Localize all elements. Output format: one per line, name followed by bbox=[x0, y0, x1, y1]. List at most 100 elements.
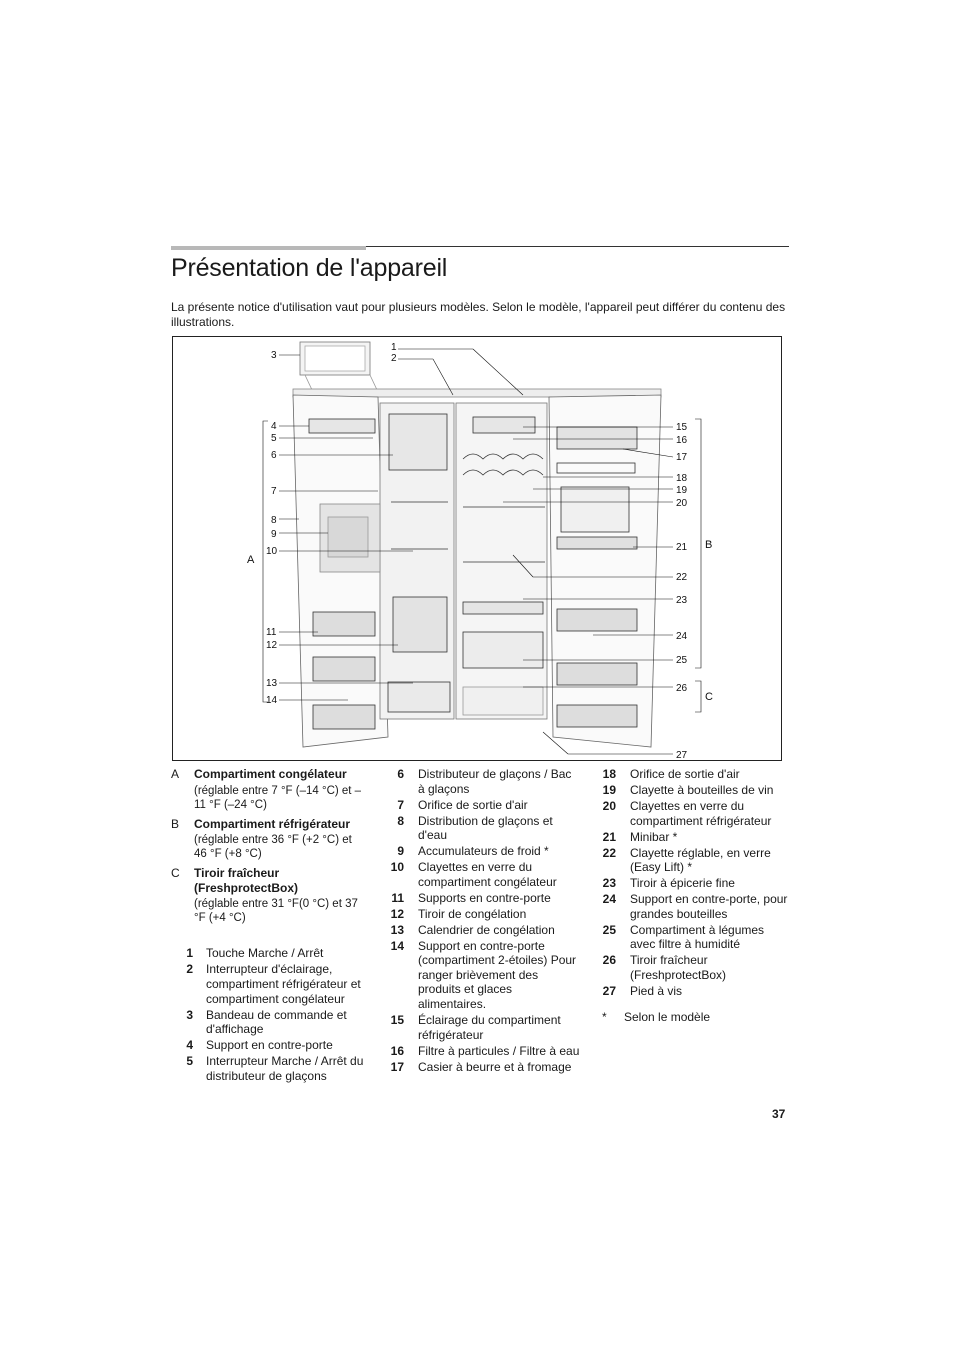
zone-label-a: A bbox=[247, 554, 255, 566]
intro-paragraph: La présente notice d'utilisation vaut po… bbox=[171, 300, 786, 329]
legend-item-number: 12 bbox=[390, 906, 404, 921]
legend-item-text: Support en contre-porte (compartiment 2-… bbox=[418, 938, 577, 1012]
legend-item: 19 Clayette à bouteilles de vin bbox=[602, 783, 788, 798]
legend-item-text: Accumulateurs de froid * bbox=[418, 844, 549, 859]
legend-item-text: Support en contre-porte, pour grandes bo… bbox=[630, 892, 788, 921]
legend-item-number: 5 bbox=[186, 1054, 193, 1069]
callout-11: 11 bbox=[266, 627, 277, 638]
callout-21: 21 bbox=[676, 542, 688, 553]
callout-14: 14 bbox=[266, 695, 278, 706]
legend-item: 16 Filtre à particules / Filtre à eau bbox=[390, 1044, 580, 1059]
legend-item: 20 Clayettes en verre du compartiment réf… bbox=[602, 799, 788, 828]
callout-8: 8 bbox=[271, 515, 277, 526]
legend-item: 14 Support en contre-porte (compartiment … bbox=[390, 939, 580, 1012]
legend-item-text: Orifice de sortie d'air bbox=[630, 767, 740, 781]
legend-item-text: Support en contre-porte bbox=[206, 1038, 333, 1053]
legend-item-text: Pied à vis bbox=[630, 983, 683, 998]
zone-label: Compartiment réfrigérateur bbox=[194, 816, 351, 831]
callout-18: 18 bbox=[676, 473, 688, 484]
legend-item-number: 1 bbox=[186, 946, 193, 961]
callout-19: 19 bbox=[676, 485, 688, 496]
callout-23: 23 bbox=[676, 595, 688, 606]
legend-item-number: 21 bbox=[602, 829, 616, 844]
legend-item-text: Clayettes en verre du compartiment congé… bbox=[418, 860, 557, 889]
callout-2: 2 bbox=[391, 353, 397, 364]
legend-item-text: Clayettes en verre du compartiment réfri… bbox=[630, 798, 772, 828]
callout-10: 10 bbox=[266, 546, 278, 557]
legend-item-number: 19 bbox=[602, 782, 616, 797]
legend-item: 13 Calendrier de congélation bbox=[390, 923, 580, 938]
legend-item-text: Touche Marche / Arrêt bbox=[206, 946, 324, 961]
page-title: Présentation de l'appareil bbox=[171, 254, 448, 282]
legend-item-text: Supports en contre-porte bbox=[418, 890, 551, 905]
legend-item-text: Minibar * bbox=[630, 829, 678, 844]
callout-numbers: 1 2 3 4 5 6 7 8 9 10 11 12 13 14 15 16 1… bbox=[247, 342, 713, 761]
legend-item-number: 11 bbox=[391, 890, 404, 905]
legend-item-number: 16 bbox=[390, 1043, 404, 1058]
legend-item: 21 Minibar * bbox=[602, 830, 788, 845]
legend-item-text: Orifice de sortie d'air bbox=[418, 797, 528, 812]
legend-item-number: 20 bbox=[602, 798, 616, 813]
legend-item: 4 Support en contre-porte bbox=[171, 1038, 366, 1053]
legend-item-number: 13 bbox=[390, 922, 404, 937]
legend-item: 1 Touche Marche / Arrêt bbox=[171, 946, 366, 961]
callout-24: 24 bbox=[676, 631, 688, 642]
legend-item-text: Compartiment à légumes avec filtre à hum… bbox=[630, 922, 765, 952]
legend-item-number: 3 bbox=[186, 1007, 193, 1022]
appliance-figure: 1 2 3 4 5 6 7 8 9 10 11 12 13 14 15 16 1… bbox=[172, 336, 782, 761]
callout-15: 15 bbox=[676, 422, 688, 433]
legend-item-text: Calendrier de congélation bbox=[418, 922, 555, 937]
legend-item-text: Clayette à bouteilles de vin bbox=[630, 782, 774, 797]
legend-item-number: 10 bbox=[390, 860, 404, 875]
legend-item: 11 Supports en contre-porte bbox=[390, 891, 580, 906]
callout-17: 17 bbox=[676, 452, 688, 463]
legend-item-text: Filtre à particules / Filtre à eau bbox=[418, 1043, 580, 1058]
callout-16: 16 bbox=[676, 435, 688, 446]
legend-item-number: 24 bbox=[602, 892, 616, 907]
zone-c: C Tiroir fraîcheur (FreshprotectBox) bbox=[171, 866, 366, 895]
legend-item-number: 7 bbox=[397, 797, 404, 812]
legend-item-number: 25 bbox=[602, 922, 616, 937]
zone-b: B Compartiment réfrigérateur bbox=[171, 817, 366, 832]
zone-label: Compartiment congélateur bbox=[194, 767, 347, 781]
footnote: * Selon le modèle bbox=[602, 1010, 788, 1025]
callout-22: 22 bbox=[676, 572, 688, 583]
legend-item: 7 Orifice de sortie d'air bbox=[390, 798, 580, 813]
legend-item-text: Tiroir à épicerie fine bbox=[630, 876, 735, 891]
callout-9: 9 bbox=[271, 529, 277, 540]
page-number: 37 bbox=[772, 1107, 786, 1121]
callout-27: 27 bbox=[676, 750, 688, 761]
zone-detail: (réglable entre 7 °F (–14 °C) et –11 °F … bbox=[194, 784, 362, 811]
legend-item-number: 14 bbox=[390, 938, 404, 953]
legend-item-number: 27 bbox=[602, 983, 616, 998]
callout-6: 6 bbox=[271, 450, 277, 461]
legend-item-text: Casier à beurre et à fromage bbox=[418, 1059, 572, 1074]
legend-item: 10 Clayettes en verre du compartiment con… bbox=[390, 860, 580, 889]
zone-label-c: C bbox=[705, 691, 713, 703]
header-rule bbox=[171, 246, 789, 247]
legend-item-number: 6 bbox=[397, 767, 404, 781]
legend-column-1: A Compartiment congélateur (réglable ent… bbox=[171, 767, 366, 1085]
footnote-text: Selon le modèle bbox=[624, 1010, 711, 1025]
legend-item-text: Éclairage du compartiment réfrigérateur bbox=[418, 1013, 561, 1042]
callout-20: 20 bbox=[676, 498, 688, 509]
zone-label-b: B bbox=[705, 539, 712, 551]
callout-12: 12 bbox=[266, 640, 278, 651]
legend-item-text: Clayette réglable, en verre (Easy Lift) … bbox=[630, 845, 771, 875]
callout-3: 3 bbox=[271, 350, 277, 361]
legend-item: 24 Support en contre-porte, pour grandes … bbox=[602, 892, 788, 921]
legend-item: 25 Compartiment à légumes avec filtre à h… bbox=[602, 923, 788, 952]
legend-item-text: Interrupteur d'éclairage, compartiment r… bbox=[206, 962, 361, 1006]
legend-item-number: 4 bbox=[186, 1038, 193, 1053]
